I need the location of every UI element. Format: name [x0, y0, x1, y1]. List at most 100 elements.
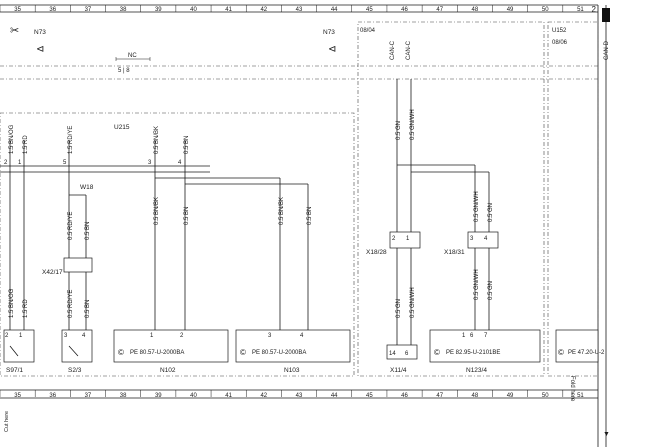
- s23-switch: [61, 329, 93, 363]
- wire-label: 0.5 GN: [396, 299, 402, 318]
- x42-connector: [63, 257, 93, 273]
- wire-label: 1.5 BN/OG: [9, 124, 15, 154]
- grid-column-number: 51: [577, 393, 584, 399]
- pin-2: 2: [4, 160, 8, 166]
- s97-switch: [3, 329, 35, 363]
- grid-column-number: 46: [401, 393, 408, 399]
- grid-column-number: 46: [401, 7, 408, 13]
- grid-column-number: 45: [366, 7, 373, 13]
- nc-bracket: NC 5 | 8: [115, 53, 151, 74]
- wire-label: 1.5 RD: [23, 299, 29, 318]
- fold-here-label: Fold here: [569, 376, 575, 402]
- n102-label: N102: [160, 367, 176, 374]
- w18-label: W18: [80, 184, 94, 191]
- s23-label: S2/3: [68, 367, 82, 374]
- grid-column-number: 51: [577, 7, 584, 13]
- scissors-icon: ✂: [10, 25, 19, 37]
- wire-label: 0.5 GN/WH: [410, 287, 416, 318]
- pin-14: 14: [389, 351, 396, 357]
- page-marker: 2: [592, 5, 597, 14]
- grid-column-number: 37: [85, 393, 92, 399]
- grid-column-number: 42: [260, 393, 267, 399]
- wire-label: 0.5 BN/BK: [154, 126, 160, 154]
- n102-module: [113, 329, 229, 363]
- grid-column-number: 42: [260, 7, 267, 13]
- n73-right-label: N73: [323, 29, 335, 36]
- x42-label: X42/17: [42, 269, 63, 276]
- wire-label: 1.5 BN/OG: [9, 288, 15, 318]
- wire-label: 0.5 BN: [307, 207, 313, 225]
- wire-label: 0.5 BN: [85, 300, 91, 318]
- pin-1: 1: [150, 333, 154, 339]
- wire-labels: 1.5 BN/OG 1.5 RD 1.5 RD/YE 0.5 BN/BK 0.5…: [9, 109, 494, 318]
- n103-module: [235, 329, 351, 363]
- nc-label: NC: [128, 53, 137, 59]
- grid-column-number: 39: [155, 7, 162, 13]
- n73-left-label: N73: [34, 29, 46, 36]
- pe-n123-ref: PE 82.95-U-2101BE: [446, 350, 500, 356]
- can-c1-label: CAN-C: [390, 40, 396, 60]
- pe-n103-ref: PE 80.57-U-2000BA: [252, 350, 306, 356]
- wire-label: 1.5 RD/YE: [68, 126, 74, 154]
- grid-column-number: 50: [542, 393, 549, 399]
- n103-label: N103: [284, 367, 300, 374]
- grid-column-number: 38: [120, 393, 127, 399]
- grid-column-number: 36: [49, 393, 56, 399]
- pin-2: 2: [5, 333, 9, 339]
- wire-label: 0.5 GN: [488, 281, 494, 300]
- pin-2: 2: [392, 236, 396, 242]
- pin-4: 4: [82, 333, 86, 339]
- pin-1: 1: [462, 333, 466, 339]
- x18-31-label: X18/31: [444, 249, 465, 256]
- wire-label: 0.5 GN: [396, 121, 402, 140]
- wire-label: 0.5 RD/YE: [68, 212, 74, 240]
- document-ref-icon: ©: [434, 348, 440, 357]
- x11-connector: [386, 344, 418, 360]
- grid-column-number: 40: [190, 7, 197, 13]
- n73-right-symbol-icon: ⊲: [328, 44, 336, 55]
- pin-4: 4: [178, 160, 182, 166]
- wire-label: 1.5 RD: [23, 135, 29, 154]
- grid-column-number: 47: [436, 7, 443, 13]
- pe-right-ref: PE 47.20-U-2: [568, 350, 605, 356]
- pin-3: 3: [148, 160, 152, 166]
- pin-1: 1: [406, 236, 410, 242]
- pin-3: 3: [268, 333, 272, 339]
- pin-4: 4: [484, 236, 488, 242]
- grid-column-number: 41: [225, 7, 232, 13]
- grid-column-number: 44: [331, 393, 338, 399]
- pin-2: 2: [180, 333, 184, 339]
- pin-3: 3: [64, 333, 68, 339]
- grid-column-number: 49: [507, 393, 514, 399]
- pin-6: 6: [405, 351, 409, 357]
- grid-column-number: 48: [472, 393, 479, 399]
- pin-3: 3: [470, 236, 474, 242]
- document-ref-icon: ©: [118, 348, 124, 357]
- can-c2-label: CAN-C: [406, 40, 412, 60]
- x18-28-connector: [389, 231, 421, 249]
- x18-28-label: X18/28: [366, 249, 387, 256]
- n123-label: N123/4: [466, 367, 487, 374]
- pe-n102-ref: PE 80.57-U-2000BA: [130, 350, 184, 356]
- pin-6: 6: [470, 333, 474, 339]
- can-d-label: CAN-D: [604, 40, 610, 60]
- u152-module: [555, 329, 599, 363]
- grid-column-number: 44: [331, 7, 338, 13]
- wire-label: 0.5 GN/WH: [474, 191, 480, 222]
- grid-column-number: 35: [14, 393, 21, 399]
- u215-area: [0, 112, 355, 377]
- grid-column-number: 45: [366, 393, 373, 399]
- grid-column-number: 49: [507, 7, 514, 13]
- grid-column-number: 37: [85, 7, 92, 13]
- grid-column-number: 47: [436, 393, 443, 399]
- wire-label: 0.5 GN/WH: [474, 269, 480, 300]
- x18-31-connector: [467, 231, 499, 249]
- n73-left-symbol-icon: ⊲: [36, 44, 44, 55]
- ref-0804-label: 08/04: [360, 28, 376, 34]
- area-0804: [357, 21, 545, 377]
- pin-7: 7: [484, 333, 488, 339]
- page-marker-block: [602, 8, 610, 22]
- grid-column-number: 36: [49, 7, 56, 13]
